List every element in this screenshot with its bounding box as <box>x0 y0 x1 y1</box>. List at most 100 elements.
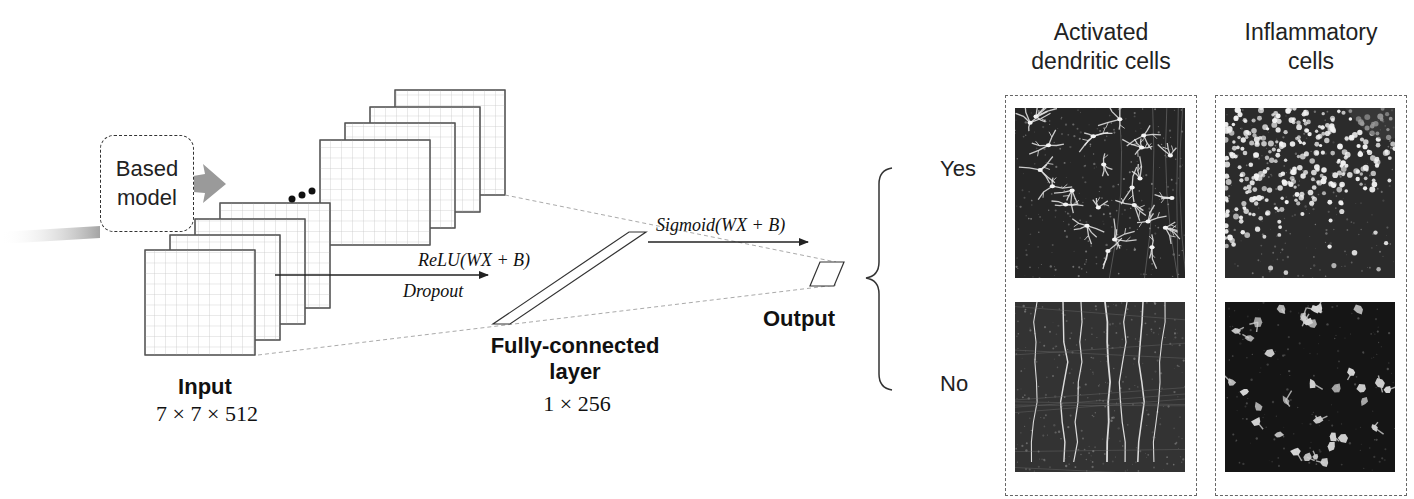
speck <box>1333 229 1334 230</box>
dendrite <box>1121 188 1132 205</box>
inflammatory-cell <box>1349 136 1353 140</box>
speck <box>1378 327 1379 328</box>
inflammatory-cell <box>1311 196 1315 200</box>
speck <box>1136 447 1138 449</box>
inflammatory-cell <box>1314 142 1319 147</box>
inflammatory-cell <box>1340 184 1344 188</box>
inflammatory-cell <box>1271 122 1277 128</box>
speck <box>1040 417 1042 419</box>
cell-process <box>1237 327 1244 330</box>
speck <box>1094 108 1096 110</box>
speck <box>1142 108 1144 110</box>
nerve-fiber <box>1153 302 1165 462</box>
speck <box>1029 244 1030 245</box>
cell-process <box>1282 309 1285 314</box>
speck <box>1073 135 1075 137</box>
inflammatory-cell <box>1278 173 1282 177</box>
inflammatory-cell <box>1384 149 1388 153</box>
dendrite <box>1132 167 1137 187</box>
speck <box>1377 309 1378 310</box>
speck <box>1299 180 1300 181</box>
inflammatory-cell <box>1360 172 1364 176</box>
speck <box>1331 404 1332 405</box>
speck <box>1134 249 1136 251</box>
speck <box>1362 351 1364 353</box>
inflammatory-cell <box>1297 155 1300 158</box>
speck <box>1326 323 1328 325</box>
speck <box>1268 176 1270 178</box>
speck <box>1095 309 1097 311</box>
inflammatory-cell <box>1265 212 1269 216</box>
dendrite <box>1134 205 1146 216</box>
speck <box>1303 133 1305 135</box>
speck <box>1078 449 1080 451</box>
speck <box>1139 122 1141 124</box>
speck <box>1093 373 1095 375</box>
speck <box>1055 209 1057 211</box>
speck <box>1093 167 1095 169</box>
speck <box>1392 382 1394 384</box>
speck <box>1272 252 1274 254</box>
cell-body <box>1168 154 1173 158</box>
inflammatory-cell <box>1356 144 1360 148</box>
speck <box>1067 134 1069 136</box>
inflammatory-cell <box>1278 225 1282 229</box>
speck <box>1325 276 1327 278</box>
inflammatory-cell <box>1239 178 1243 182</box>
speck <box>1379 461 1381 463</box>
speck <box>1387 368 1389 370</box>
dendrite <box>1120 106 1125 110</box>
speck <box>1276 146 1278 148</box>
speck <box>1115 332 1117 334</box>
cell-body <box>1084 224 1089 228</box>
speck <box>1118 184 1120 186</box>
speck <box>1341 266 1342 267</box>
inflammatory-cell <box>1384 241 1388 245</box>
speck <box>1016 444 1018 446</box>
speck <box>1113 129 1115 131</box>
speck <box>1159 423 1161 425</box>
speck <box>1086 459 1087 460</box>
speck <box>1174 443 1176 445</box>
speck <box>1078 275 1080 277</box>
inflammatory-cell <box>1297 165 1303 171</box>
speck <box>1224 220 1226 222</box>
speck <box>1017 398 1018 399</box>
speck <box>1134 112 1136 114</box>
speck <box>1310 176 1312 178</box>
speck <box>1317 353 1318 354</box>
dendrite <box>1126 237 1130 241</box>
fine-fiber <box>1015 394 1185 407</box>
speck <box>1135 305 1136 306</box>
speck <box>1161 387 1163 389</box>
inflammatory-cell <box>1322 176 1327 181</box>
speck <box>1299 342 1301 344</box>
speck <box>1363 151 1365 153</box>
speck <box>1232 355 1234 357</box>
cell-process <box>1316 461 1325 463</box>
dendrite <box>1087 226 1097 238</box>
speck <box>1284 218 1285 219</box>
speck <box>1078 266 1080 268</box>
speck <box>1246 402 1248 404</box>
dendrite <box>1049 130 1056 145</box>
speck <box>1091 327 1092 328</box>
inflammatory-cell <box>1279 207 1284 212</box>
speck <box>1334 338 1336 340</box>
speck <box>1092 461 1094 463</box>
speck <box>1154 108 1156 110</box>
inflammatory-cell <box>1236 146 1240 150</box>
speck <box>1350 333 1351 334</box>
speck <box>1028 191 1030 193</box>
speck <box>1269 228 1271 230</box>
speck <box>1118 427 1120 429</box>
speck <box>1146 334 1147 335</box>
dendrite <box>1172 230 1174 236</box>
inflammatory-cell <box>1224 162 1230 168</box>
speck <box>1116 210 1118 212</box>
model-label: Based model <box>107 155 187 212</box>
inflammatory-cell <box>1268 150 1272 154</box>
speck <box>1283 448 1285 450</box>
speck <box>1174 336 1176 338</box>
inflammatory-cell <box>1322 191 1326 195</box>
